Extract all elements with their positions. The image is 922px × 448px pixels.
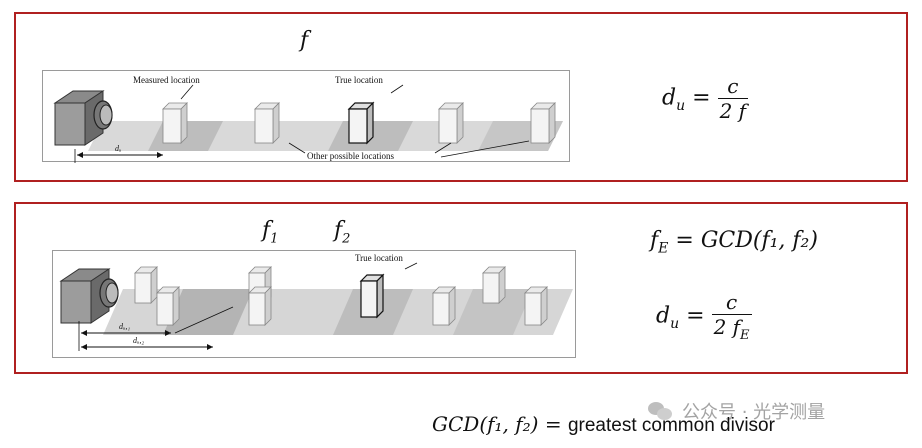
formula-equals: = [692, 85, 711, 111]
formula-numerator: c [725, 290, 738, 314]
possible-location-block [156, 286, 180, 326]
denominator-text: 2 f [713, 315, 741, 339]
arrowhead [157, 152, 163, 158]
formula-lhs-subscript: u [676, 97, 686, 114]
effective-frequency-formula: fE = GCD(f₁, f₂) [650, 228, 818, 256]
du2-label: dᵤ,₂ [133, 336, 144, 345]
frequency-label: f [300, 28, 309, 53]
camera-icon [59, 268, 119, 324]
true-pointer [390, 84, 404, 94]
arrowhead [81, 344, 87, 350]
true-location-label: True location [355, 253, 403, 263]
other-locations-label: Other possible locations [307, 151, 394, 161]
arrowhead [207, 344, 213, 350]
dual-frequency-drawing: True location dᵤ,₁ dᵤ,₂ [59, 253, 573, 351]
denominator-subscript: E [740, 328, 750, 343]
possible-location-block [248, 286, 272, 326]
possible-location-block [530, 102, 556, 144]
arrowhead [165, 330, 171, 336]
gcd-meaning: greatest common divisor [567, 415, 775, 436]
other-pointer-left [288, 142, 306, 154]
gcd-expression: GCD(f₁, f₂) [700, 228, 818, 253]
formula-fraction: c 2 fE [711, 290, 752, 343]
camera-icon [53, 90, 113, 146]
gcd-definition: GCD(f₁, f₂) = greatest common divisor [432, 412, 775, 437]
watermark-text: 公众号 · 光学测量 [682, 402, 826, 423]
du-label: dᵤ [115, 144, 121, 153]
measured-location-block [162, 102, 188, 144]
true-pointer [404, 262, 418, 270]
camera-diagram-drawing: Measured location True location Other po… [53, 75, 563, 163]
dual-frequency-panel: f1 f2 [14, 202, 908, 374]
formula-denominator: 2 f [719, 99, 747, 123]
arrowhead [77, 152, 83, 158]
dual-unambiguous-range-formula: du = c 2 fE [656, 290, 752, 343]
watermark: 公众号 · 光学测量 [648, 398, 825, 424]
frequency-1-label: f1 [262, 218, 278, 246]
possible-location-block [524, 286, 548, 326]
fe-subscript: E [658, 240, 669, 257]
fe-symbol: f [650, 228, 659, 253]
floor-band [163, 289, 253, 335]
formula-lhs: d [656, 303, 671, 329]
f2-subscript: 2 [342, 231, 351, 247]
single-frequency-panel: f [14, 12, 908, 182]
arrowhead [81, 330, 87, 336]
footer-equals: = [544, 412, 562, 436]
gcd-symbol: GCD(f₁, f₂) [432, 412, 539, 436]
possible-location-block [438, 102, 464, 144]
floor-band [453, 289, 533, 335]
formula-fraction: c 2 f [717, 74, 749, 123]
possible-location-block [134, 266, 158, 304]
fraction-bar [711, 314, 752, 315]
formula-lhs: d [662, 85, 677, 111]
formula-denominator: 2 fE [712, 315, 752, 343]
fraction-bar [717, 98, 749, 99]
possible-location-block [254, 102, 280, 144]
dual-frequency-diagram: True location dᵤ,₁ dᵤ,₂ [52, 250, 576, 358]
formula-equals: = [675, 228, 694, 253]
formula-lhs-subscript: u [670, 315, 680, 332]
formula-numerator: c [727, 74, 739, 98]
frequency-2-label: f2 [334, 218, 350, 246]
f1-symbol: f [262, 218, 271, 243]
true-location-block [347, 101, 375, 145]
other-pointer-mid [434, 142, 452, 154]
measured-pointer [180, 84, 194, 100]
du1-extension [174, 306, 234, 334]
formula-equals: = [686, 303, 705, 329]
possible-location-block [482, 266, 506, 304]
unambiguous-range-formula: du = c 2 f [662, 74, 749, 123]
f2-symbol: f [334, 218, 343, 243]
true-location-block [359, 273, 385, 319]
measured-location-label: Measured location [133, 75, 200, 85]
wechat-icon [648, 400, 674, 422]
du1-label: dᵤ,₁ [119, 322, 130, 331]
true-location-label: True location [335, 75, 383, 85]
other-pointer-right [440, 140, 530, 158]
camera-diagram: Measured location True location Other po… [42, 70, 570, 163]
possible-location-block [432, 286, 456, 326]
f1-subscript: 1 [270, 231, 279, 247]
